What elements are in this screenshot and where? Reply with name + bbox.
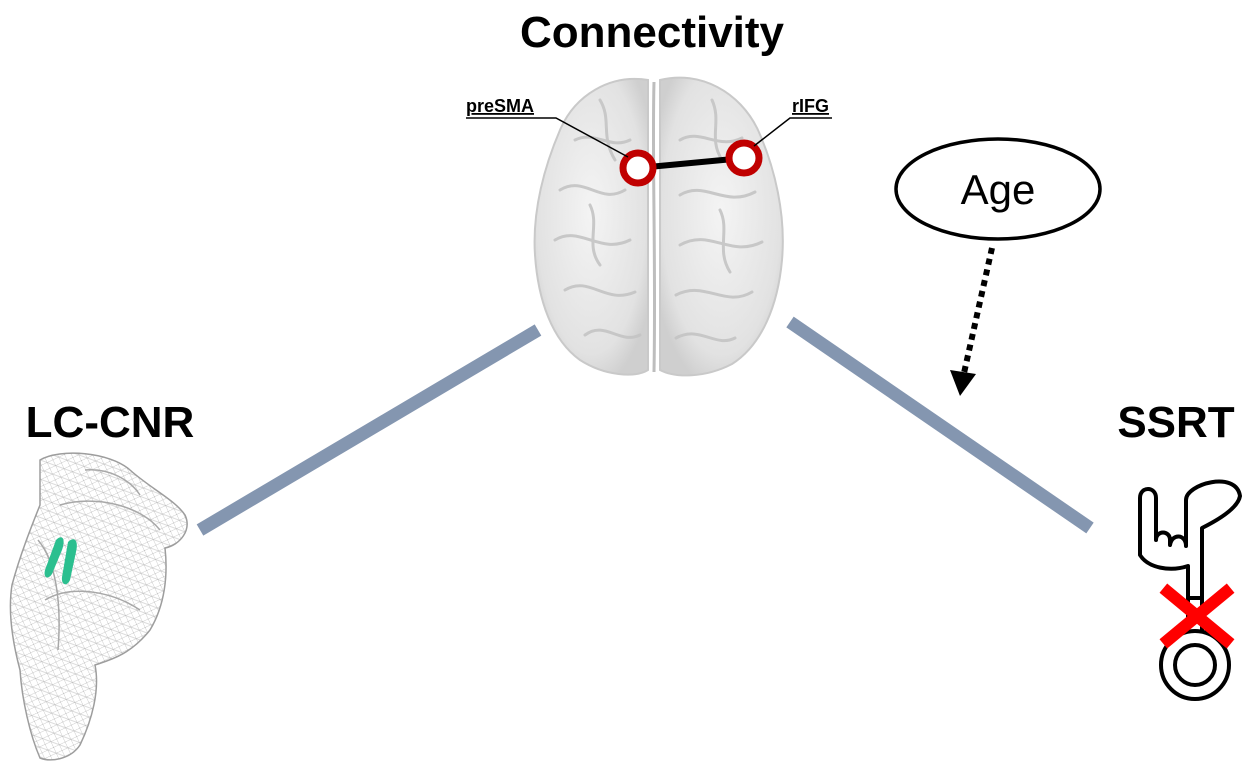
connectivity-title: Connectivity (520, 8, 785, 57)
presma-node (619, 149, 657, 187)
age-ellipse (894, 137, 1102, 241)
ssrt-label: SSRT (1117, 398, 1234, 447)
brain-image (533, 76, 784, 377)
lc-cnr-label: LC-CNR (26, 398, 195, 447)
edge-lc-connectivity (196, 324, 542, 536)
age-label: Age (961, 166, 1036, 213)
age-moderation-arrow (959, 247, 995, 383)
lc-right-structure (61, 539, 77, 585)
age-arrow-head (950, 370, 976, 396)
presma-label: preSMA (466, 96, 534, 116)
stop-hand-icon (1138, 479, 1242, 701)
presma-leader-line (466, 117, 629, 158)
rifg-node (725, 139, 763, 177)
rifg-leader-line (753, 117, 832, 147)
edge-connectivity-ssrt (786, 316, 1094, 534)
lc-left-structure (44, 537, 64, 578)
brainstem-mesh-image (9, 452, 188, 761)
rifg-label: rIFG (792, 96, 829, 116)
brain-right-hemisphere (659, 76, 784, 377)
stop-cross-icon (1159, 583, 1235, 649)
